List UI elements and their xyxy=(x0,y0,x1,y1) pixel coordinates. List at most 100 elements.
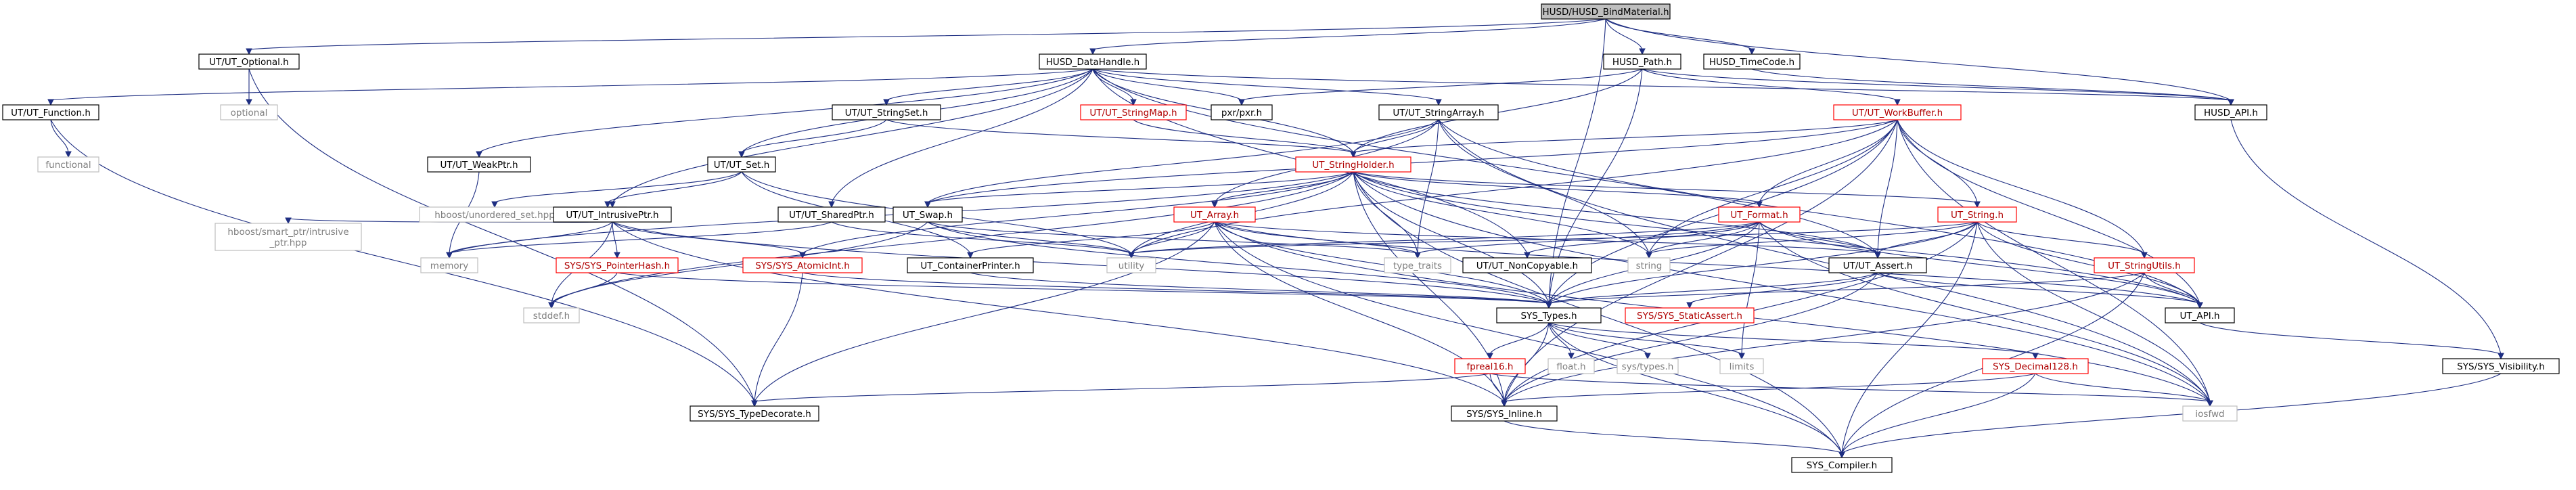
node-sys-inline[interactable]: SYS/SYS_Inline.h xyxy=(1451,405,1558,422)
dependency-edge xyxy=(828,68,1093,208)
dependency-edge xyxy=(476,68,1093,158)
node-sys-staticassert[interactable]: SYS/SYS_StaticAssert.h xyxy=(1625,307,1755,324)
node-husd-api[interactable]: HUSD_API.h xyxy=(2194,104,2267,120)
dependency-edge xyxy=(1548,322,1575,360)
dependency-edge xyxy=(1759,221,2213,407)
dependency-edge xyxy=(1605,18,2234,106)
node-ut-stringholder[interactable]: UT_StringHolder.h xyxy=(1295,156,1411,173)
node-label: SYS_Types.h xyxy=(1520,311,1577,321)
node-label: UT/UT_WeakPtr.h xyxy=(440,160,518,171)
node-ut-stringset[interactable]: UT/UT_StringSet.h xyxy=(832,104,941,120)
node-functional[interactable]: functional xyxy=(37,156,99,173)
node-sys-visibility[interactable]: SYS/SYS_Visibility.h xyxy=(2442,358,2560,374)
node-ut-noncopyable[interactable]: UT/UT_NonCopyable.h xyxy=(1462,257,1592,273)
dependency-edge xyxy=(1501,373,2036,407)
dependency-edge xyxy=(1548,322,1845,459)
node-label: SYS/SYS_PointerHash.h xyxy=(564,261,670,271)
node-label: type_traits xyxy=(1393,261,1442,271)
node-ut-optional[interactable]: UT/UT_Optional.h xyxy=(198,53,300,70)
node-label: UT/UT_IntrusivePtr.h xyxy=(566,210,658,221)
node-ut-stringutils[interactable]: UT_StringUtils.h xyxy=(2094,257,2195,273)
node-ut-containerprinter[interactable]: UT_ContainerPrinter.h xyxy=(907,257,1034,273)
dependency-edge xyxy=(1504,420,1845,459)
node-label: UT/UT_Optional.h xyxy=(209,57,288,68)
dependency-edge xyxy=(609,68,1093,208)
dependency-edges xyxy=(47,18,2504,459)
dependency-edge xyxy=(1545,272,2145,309)
node-string[interactable]: string xyxy=(1627,257,1671,273)
dependency-edge xyxy=(2144,272,2203,309)
node-label: SYS/SYS_TypeDecorate.h xyxy=(698,409,811,420)
dependency-edge xyxy=(616,272,1552,309)
node-label: functional xyxy=(45,160,91,171)
node-hboost-smart[interactable]: hboost/smart_ptr/intrusive_ptr.hpp xyxy=(214,223,362,251)
node-ut-array[interactable]: UT_Array.h xyxy=(1173,206,1256,223)
node-ut-assert[interactable]: UT/UT_Assert.h xyxy=(1828,257,1927,273)
dependency-edge xyxy=(751,272,803,407)
node-label: UT/UT_Function.h xyxy=(11,108,91,118)
dependency-edge xyxy=(1350,119,1898,158)
dependency-edge xyxy=(446,221,832,259)
node-sys-compiler[interactable]: SYS_Compiler.h xyxy=(1791,457,1893,473)
node-ut-set[interactable]: UT/UT_Set.h xyxy=(707,156,776,173)
node-ut-function[interactable]: UT/UT_Function.h xyxy=(2,104,99,120)
node-sys-atomicint[interactable]: SYS/SYS_AtomicInt.h xyxy=(742,257,863,273)
dependency-edge xyxy=(738,119,887,158)
node-fpreal16[interactable]: fpreal16.h xyxy=(1454,358,1526,374)
node-type-traits[interactable]: type_traits xyxy=(1384,257,1451,273)
node-float[interactable]: float.h xyxy=(1547,358,1595,374)
node-ut-swap[interactable]: UT_Swap.h xyxy=(892,206,963,223)
node-ut-format[interactable]: UT_Format.h xyxy=(1718,206,1801,223)
dependency-edge xyxy=(1489,373,2213,407)
node-ut-workbuffer[interactable]: UT/UT_WorkBuffer.h xyxy=(1833,104,1962,120)
node-systypes[interactable]: sys/types.h xyxy=(1617,358,1679,374)
dependency-edge xyxy=(1214,221,2203,309)
node-sys-pointerhash[interactable]: SYS/SYS_PointerHash.h xyxy=(556,257,679,273)
node-label: string xyxy=(1636,261,1663,271)
dependency-edge xyxy=(1548,322,1745,360)
dependency-edge xyxy=(1214,221,1508,407)
node-memory[interactable]: memory xyxy=(420,257,478,273)
node-ut-stringmap[interactable]: UT/UT_StringMap.h xyxy=(1080,104,1187,120)
node-label: stddef.h xyxy=(533,311,570,321)
dependency-edge xyxy=(1976,221,2148,259)
node-sys-decimal128[interactable]: SYS_Decimal128.h xyxy=(1982,358,2089,374)
node-ut-string[interactable]: UT_String.h xyxy=(1937,206,2017,223)
dependency-edge xyxy=(1646,221,1978,259)
dependency-edge xyxy=(1092,68,1137,106)
node-ut-api[interactable]: UT_API.h xyxy=(2165,307,2235,324)
dependency-edge xyxy=(604,171,742,208)
dependency-edge xyxy=(1686,272,1878,309)
node-label: UT/UT_StringSet.h xyxy=(845,108,928,118)
dependency-edge xyxy=(1501,272,2145,407)
dependency-edge xyxy=(446,221,613,259)
node-root[interactable]: HUSD/HUSD_BindMaterial.h xyxy=(1541,3,1671,20)
node-ut-sharedptr[interactable]: UT/UT_SharedPtr.h xyxy=(777,206,886,223)
dependency-edge xyxy=(1214,221,1421,259)
node-label: UT/UT_Assert.h xyxy=(1843,261,1913,271)
node-husd-datahandle[interactable]: HUSD_DataHandle.h xyxy=(1039,53,1147,70)
dependency-edge xyxy=(883,68,1093,106)
node-ut-weakptr[interactable]: UT/UT_WeakPtr.h xyxy=(427,156,531,173)
node-optional[interactable]: optional xyxy=(220,104,278,120)
node-ut-intrusiveptr[interactable]: UT/UT_IntrusivePtr.h xyxy=(553,206,672,223)
node-ut-stringarray[interactable]: UT/UT_StringArray.h xyxy=(1378,104,1499,120)
node-limits[interactable]: limits xyxy=(1719,358,1764,374)
node-pxr[interactable]: pxr/pxr.h xyxy=(1211,104,1273,120)
dependency-edge xyxy=(1414,221,1760,259)
dependency-edge xyxy=(927,221,1421,259)
node-husd-timecode[interactable]: HUSD_TimeCode.h xyxy=(1703,53,1801,70)
node-utility[interactable]: utility xyxy=(1106,257,1156,273)
node-iosfwd[interactable]: iosfwd xyxy=(2182,405,2238,422)
dependency-edge xyxy=(1642,68,1901,106)
dependency-edge xyxy=(1238,68,1643,106)
node-hboost-unordered[interactable]: hboost/unordered_set.hpp xyxy=(419,206,570,223)
node-sys-typedecorate[interactable]: SYS/SYS_TypeDecorate.h xyxy=(690,405,819,422)
node-label: HUSD_Path.h xyxy=(1612,57,1672,68)
header-nodes: HUSD/HUSD_BindMaterial.hUT/UT_Optional.h… xyxy=(2,3,2560,473)
node-husd-path[interactable]: HUSD_Path.h xyxy=(1603,53,1681,70)
node-sys-types[interactable]: SYS_Types.h xyxy=(1496,307,1602,324)
node-stddef[interactable]: stddef.h xyxy=(523,307,580,324)
dependency-edge xyxy=(1605,18,1646,55)
